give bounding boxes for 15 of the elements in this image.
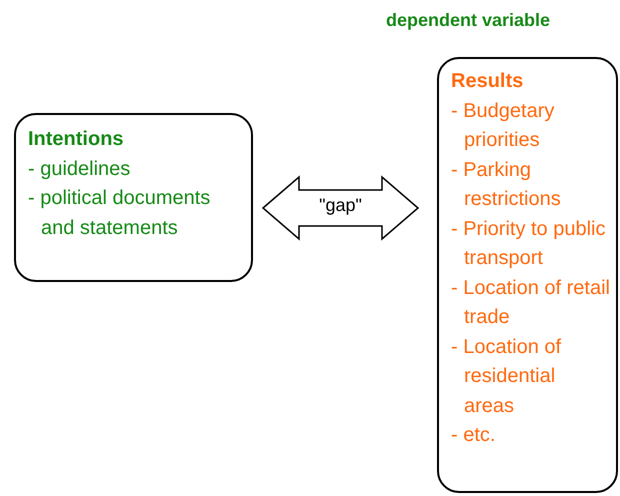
axis-caption: dependent variable xyxy=(386,10,550,31)
box-heading: Intentions xyxy=(28,127,125,152)
edge-label: "gap" xyxy=(318,195,363,216)
list-item: - Location of residential areas xyxy=(451,334,562,418)
list-item: - Priority to public transport xyxy=(451,216,606,271)
list-item: - Budgetary priorities xyxy=(451,98,556,153)
box-heading: Results xyxy=(451,69,524,94)
list-item: - guidelines xyxy=(28,156,132,182)
list-item: - etc. xyxy=(451,423,496,448)
double-block-arrow xyxy=(262,175,420,241)
rounded-box xyxy=(437,57,618,493)
list-item: - political documents and statements xyxy=(28,186,212,240)
list-item: - Parking restrictions xyxy=(451,158,562,212)
rounded-box xyxy=(14,113,253,282)
list-item: - Location of retail trade xyxy=(451,276,610,330)
